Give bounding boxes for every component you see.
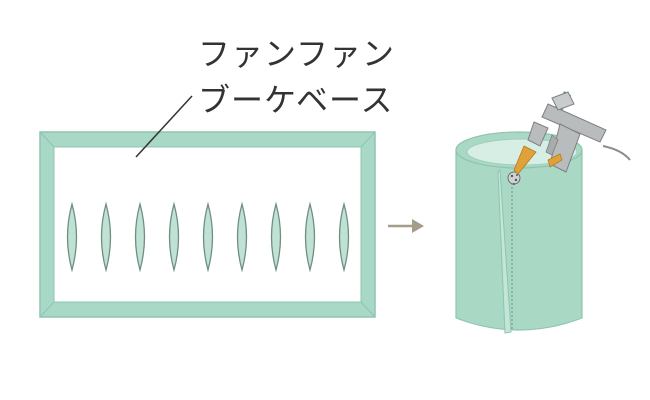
oval-cutout	[202, 201, 214, 273]
glue-dot	[507, 171, 521, 185]
oval-cutout	[168, 201, 180, 273]
oval-cutout	[236, 201, 248, 273]
flat-template	[39, 95, 376, 318]
oval-cutout	[338, 201, 350, 273]
glue-gun-icon	[513, 91, 631, 175]
oval-cutouts	[66, 201, 350, 273]
template-label-line2: ブーケベース	[198, 81, 394, 119]
seam-flap	[497, 168, 512, 334]
label-leader-line	[135, 95, 193, 158]
vase-body	[455, 149, 583, 331]
oval-cutout	[100, 201, 112, 273]
oval-cutout	[134, 201, 146, 273]
oval-cutout	[270, 201, 282, 273]
oval-cutout	[66, 201, 78, 273]
template-label-line1: ファンファン	[198, 35, 396, 73]
right-arrow-icon	[388, 219, 424, 233]
rolled-vase	[455, 131, 583, 334]
oval-cutout	[304, 201, 316, 273]
